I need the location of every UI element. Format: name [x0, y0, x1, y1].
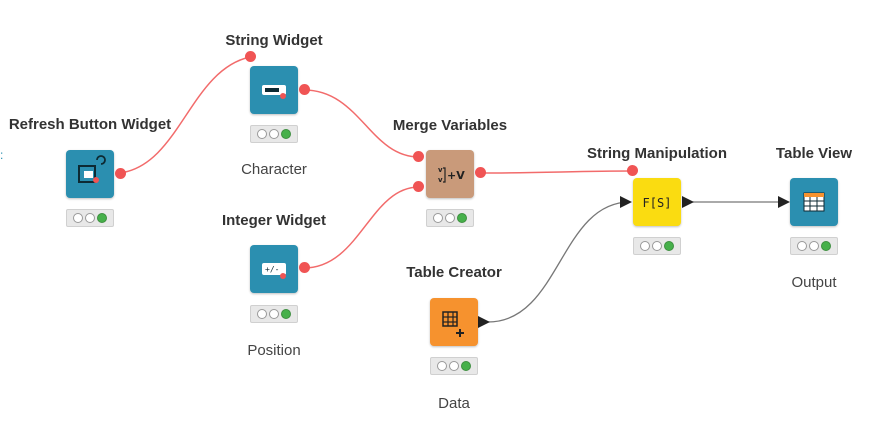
data-inport-arrow	[620, 196, 632, 208]
node-status-table-view	[790, 237, 838, 255]
edge-connection-marker: :	[0, 148, 4, 162]
connection-string-to-merge[interactable]	[303, 89, 420, 158]
connection-merge-to-stringmanip[interactable]	[480, 170, 633, 174]
number-field-icon: +/-	[262, 263, 286, 279]
flow-variable-inport[interactable]	[245, 51, 256, 62]
data-inport-arrow	[778, 196, 790, 208]
node-status-refresh	[66, 209, 114, 227]
flow-variable-inport[interactable]	[413, 181, 424, 192]
data-inport-arrow	[478, 316, 490, 328]
node-title-integer-widget: Integer Widget	[221, 212, 327, 229]
refresh-button-icon	[78, 155, 106, 183]
string-manipulation-node[interactable]: F[S]	[633, 178, 681, 226]
connection-integer-to-merge[interactable]	[303, 186, 420, 269]
node-title-table-creator: Table Creator	[406, 264, 502, 281]
node-title-table-view: Table View	[775, 145, 853, 162]
connection-tablecreator-to-stringmanip[interactable]	[487, 201, 631, 323]
svg-text:+/-: +/-	[265, 265, 279, 274]
svg-text:+V: +V	[447, 169, 465, 182]
merge-variables-icon: v v +V	[438, 166, 465, 184]
integer-widget-node[interactable]: +/-	[250, 245, 298, 293]
table-add-icon	[442, 311, 464, 337]
svg-text:v: v	[438, 176, 443, 184]
string-widget-node[interactable]	[250, 66, 298, 114]
svg-text:v: v	[438, 166, 443, 174]
refresh-button-widget-node[interactable]	[66, 150, 114, 198]
node-title-string-widget: String Widget	[225, 32, 323, 49]
flow-variable-inport[interactable]	[413, 151, 424, 162]
data-outport-arrow	[682, 196, 694, 208]
node-status-integer-widget	[250, 305, 298, 323]
node-title-refresh: Refresh Button Widget	[8, 116, 172, 133]
node-label-table-view[interactable]: Output	[791, 274, 837, 291]
node-status-string-widget	[250, 125, 298, 143]
node-status-string-manipulation	[633, 237, 681, 255]
flow-variable-outport[interactable]	[299, 84, 310, 95]
node-label-table-creator[interactable]: Data	[438, 395, 470, 412]
string-function-icon: F[S]	[643, 196, 672, 210]
text-field-icon	[262, 85, 286, 99]
node-title-string-manipulation: String Manipulation	[587, 145, 727, 162]
table-creator-node[interactable]	[430, 298, 478, 346]
flow-variable-outport[interactable]	[299, 262, 310, 273]
connection-refresh-to-string[interactable]	[119, 56, 251, 174]
table-icon	[803, 192, 825, 212]
node-status-table-creator	[430, 357, 478, 375]
node-label-integer-widget[interactable]: Position	[247, 342, 301, 359]
flow-variable-inport[interactable]	[627, 165, 638, 176]
flow-variable-outport[interactable]	[115, 168, 126, 179]
merge-variables-node[interactable]: v v +V	[426, 150, 474, 198]
table-view-node[interactable]	[790, 178, 838, 226]
node-label-string-widget[interactable]: Character	[241, 161, 307, 178]
svg-text:F[S]: F[S]	[643, 196, 672, 210]
flow-variable-outport[interactable]	[475, 167, 486, 178]
node-status-merge-variables	[426, 209, 474, 227]
node-title-merge-variables: Merge Variables	[392, 117, 508, 134]
